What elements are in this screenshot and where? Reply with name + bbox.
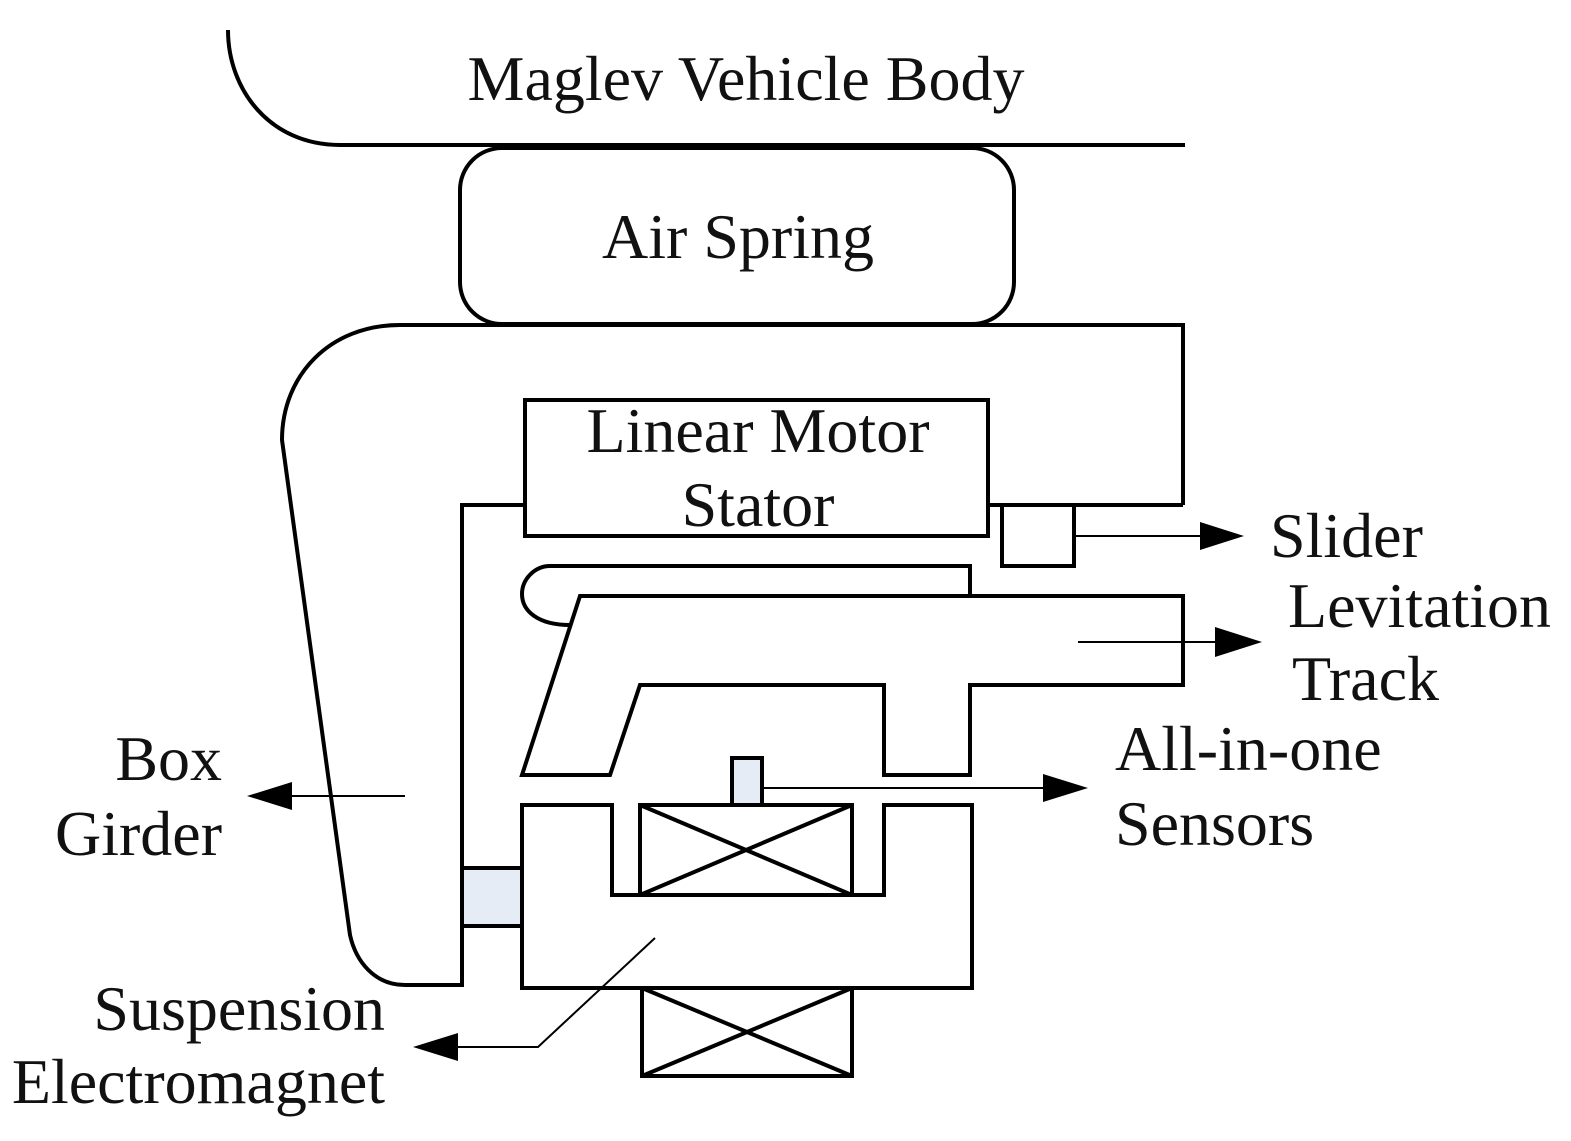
air-spring-label: Air Spring	[602, 201, 874, 272]
stator-label-line2: Stator	[682, 469, 835, 540]
electromagnet-label-line2: Electromagnet	[12, 1046, 385, 1117]
sensor-arrowhead	[1043, 774, 1088, 802]
box-girder-arrowhead	[247, 782, 292, 810]
track-label-line2: Track	[1292, 643, 1439, 714]
slider-label: Slider	[1270, 500, 1423, 571]
vehicle-body-label: Maglev Vehicle Body	[468, 43, 1025, 114]
electromagnet-arrowhead	[413, 1033, 458, 1061]
track-arrowhead	[1215, 627, 1262, 657]
electromagnet-label-line1: Suspension	[93, 973, 385, 1044]
upper-coil	[638, 803, 854, 897]
levitation-track	[519, 594, 1185, 777]
track-rail-hook	[519, 564, 972, 627]
sensors-label-line1: All-in-one	[1115, 713, 1382, 784]
stator-label-line1: Linear Motor	[587, 395, 930, 466]
all-in-one-sensor	[730, 756, 764, 807]
vehicle-body-outline	[226, 29, 1185, 147]
box-girder-frame	[279, 323, 1185, 987]
sensors-label-line2: Sensors	[1115, 788, 1314, 859]
linear-motor-stator	[523, 398, 990, 538]
electromagnet-arrow-line	[455, 937, 656, 1048]
box-girder-label-line2: Girder	[55, 798, 222, 869]
box-girder-label-line1: Box	[115, 723, 222, 794]
connector-pad	[460, 866, 524, 928]
lower-coil	[640, 986, 854, 1078]
track-label-line1: Levitation	[1288, 570, 1551, 641]
slider-arrowhead	[1200, 522, 1244, 550]
slider	[1000, 503, 1076, 568]
